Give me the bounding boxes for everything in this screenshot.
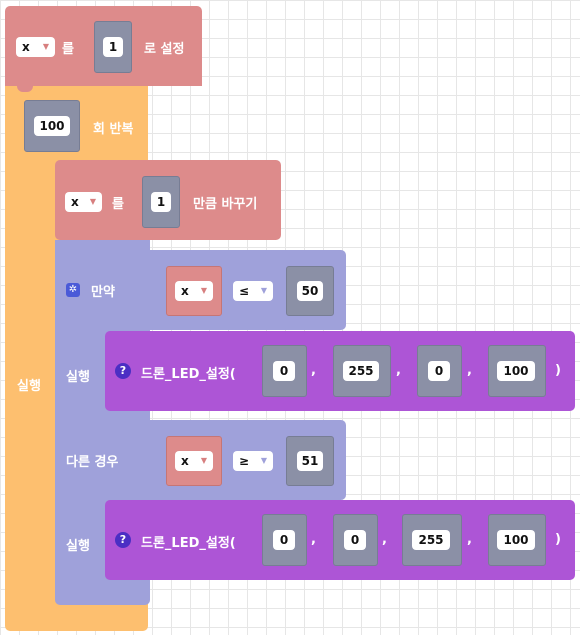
variable-name: x (181, 284, 189, 298)
operator-dropdown[interactable]: ≤ ▼ (233, 281, 273, 301)
if-label: 만약 (91, 285, 115, 300)
repeat-label: 회 반복 (93, 122, 134, 137)
variable-name: x (71, 195, 79, 209)
condition-value-field[interactable]: 50 (297, 281, 323, 301)
arg-field-3[interactable]: 0 (428, 361, 450, 381)
arg-separator: , (311, 363, 316, 378)
set-particle: 를 (62, 42, 74, 57)
set-value-field[interactable]: 1 (103, 37, 123, 57)
arg-separator: , (467, 363, 472, 378)
variable-dropdown[interactable]: x ▼ (16, 37, 55, 57)
repeat-count-socket[interactable]: 100 (24, 100, 80, 152)
if-do-label: 실행 (66, 370, 90, 385)
value-socket[interactable]: 1 (142, 176, 180, 228)
drone-led-command-block[interactable]: ? 드론_LED_설정( 0 , 0 , 255 , 100 ) (105, 500, 575, 580)
repeat-count-field[interactable]: 100 (34, 116, 70, 136)
arg-socket-2[interactable]: 0 (333, 514, 378, 566)
arg-field-2[interactable]: 0 (344, 530, 366, 550)
triangle-down-icon: ▼ (42, 42, 49, 51)
value-socket[interactable]: 1 (94, 21, 132, 73)
question-circle-icon[interactable]: ? (115, 532, 131, 548)
variable-dropdown[interactable]: x ▼ (65, 192, 102, 212)
arg-socket-3[interactable]: 255 (402, 514, 462, 566)
arg-field-1[interactable]: 0 (273, 361, 295, 381)
triangle-down-icon: ▼ (260, 456, 267, 465)
change-value-field[interactable]: 1 (151, 192, 171, 212)
triangle-down-icon: ▼ (200, 456, 207, 465)
variable-dropdown[interactable]: x ▼ (175, 451, 213, 471)
arg-separator: , (382, 532, 387, 547)
condition-value-socket[interactable]: 50 (286, 266, 334, 316)
set-variable-block[interactable]: x ▼ 를 1 로 설정 (5, 6, 202, 86)
set-suffix-label: 로 설정 (144, 42, 185, 57)
else-if-do-label: 실행 (66, 539, 90, 554)
command-close-paren: ) (555, 363, 561, 378)
arg-separator: , (467, 532, 472, 547)
connector-notch (17, 86, 33, 92)
condition-value-socket[interactable]: 51 (286, 436, 334, 486)
variable-dropdown[interactable]: x ▼ (175, 281, 213, 301)
command-close-paren: ) (555, 532, 561, 547)
arg-socket-1[interactable]: 0 (262, 345, 307, 397)
operator-symbol: ≤ (239, 284, 250, 298)
command-name: 드론_LED_설정( (141, 367, 236, 382)
condition-variable-socket[interactable]: x ▼ (166, 266, 222, 316)
else-if-label: 다른 경우 (66, 455, 119, 470)
arg-socket-4[interactable]: 100 (488, 345, 546, 397)
condition-value-field[interactable]: 51 (297, 451, 323, 471)
drone-led-command-block[interactable]: ? 드론_LED_설정( 0 , 255 , 0 , 100 ) (105, 331, 575, 411)
repeat-body-label: 실행 (17, 379, 41, 394)
arg-field-2[interactable]: 255 (343, 361, 379, 381)
arg-socket-2[interactable]: 255 (333, 345, 391, 397)
operator-symbol: ≥ (239, 454, 250, 468)
triangle-down-icon: ▼ (260, 286, 267, 295)
arg-field-1[interactable]: 0 (273, 530, 295, 550)
arg-separator: , (396, 363, 401, 378)
arg-socket-4[interactable]: 100 (488, 514, 546, 566)
change-particle: 를 (112, 197, 124, 212)
operator-dropdown[interactable]: ≥ ▼ (233, 451, 273, 471)
change-suffix-label: 만큼 바꾸기 (193, 197, 258, 212)
change-variable-block[interactable]: x ▼ 를 1 만큼 바꾸기 (55, 160, 281, 240)
arg-separator: , (311, 532, 316, 547)
gear-icon[interactable]: ✲ (66, 283, 80, 297)
variable-name: x (181, 454, 189, 468)
arg-socket-3[interactable]: 0 (417, 345, 462, 397)
triangle-down-icon: ▼ (89, 197, 96, 206)
condition-variable-socket[interactable]: x ▼ (166, 436, 222, 486)
arg-field-4[interactable]: 100 (497, 361, 535, 381)
arg-field-3[interactable]: 255 (412, 530, 450, 550)
variable-name: x (22, 40, 30, 54)
triangle-down-icon: ▼ (200, 286, 207, 295)
arg-field-4[interactable]: 100 (497, 530, 535, 550)
arg-socket-1[interactable]: 0 (262, 514, 307, 566)
command-name: 드론_LED_설정( (141, 536, 236, 551)
question-circle-icon[interactable]: ? (115, 363, 131, 379)
